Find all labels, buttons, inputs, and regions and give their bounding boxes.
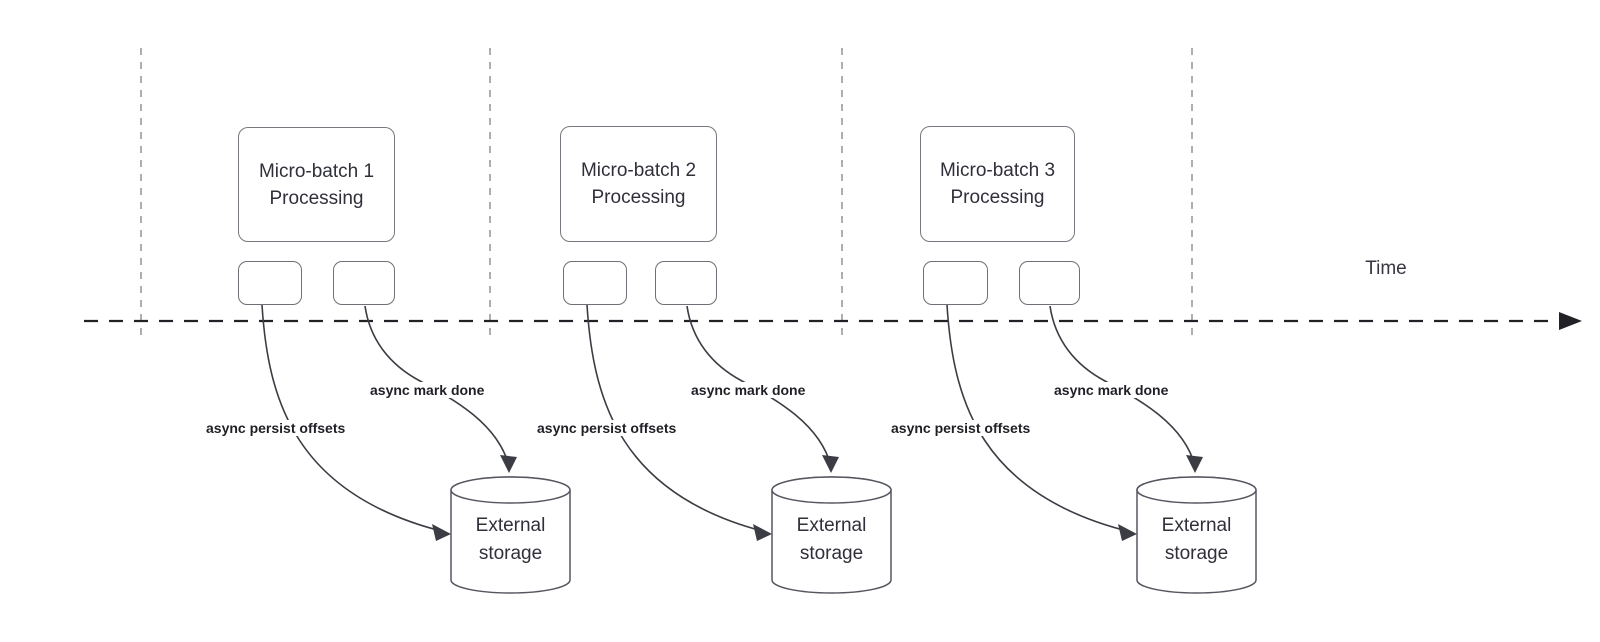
external-storage-label-line1: External [475,515,546,536]
time-axis-label: Time [1365,258,1407,279]
external-storage-label-1: External storage [451,505,570,575]
mark-done-arrowhead-2-icon [822,455,839,473]
process-box-title-line1: Micro-batch 2 [580,160,697,181]
persist-offsets-label-1: async persist offsets [204,420,348,436]
external-storage-label-line1: External [796,515,867,536]
process-box-micro-batch-3: Micro-batch 3 Processing [920,126,1075,242]
mark-done-arrowhead-3-icon [1186,455,1203,473]
persist-offsets-label-3: async persist offsets [889,420,1033,436]
persist-offsets-arrow-3 [946,304,1132,533]
external-storage-cylinder-3 [1136,476,1257,594]
persist-offsets-label-2: async persist offsets [535,420,679,436]
persist-offsets-task-box-1 [238,261,302,305]
persist-offsets-task-box-3 [923,261,988,305]
process-box-title-line1: Micro-batch 3 [939,160,1056,181]
mark-done-arrowhead-1-icon [500,455,517,473]
process-box-micro-batch-2: Micro-batch 2 Processing [560,126,717,242]
persist-offsets-arrow-2 [586,304,767,533]
persist-offsets-arrow-1 [261,304,446,533]
mark-done-label-1: async mark done [368,382,487,398]
time-axis-arrowhead-icon [1559,312,1582,330]
process-box-title-line1: Micro-batch 1 [258,160,375,182]
mark-done-label-3: async mark done [1052,382,1171,398]
external-storage-cylinder-1 [450,476,571,594]
mark-done-task-box-1 [333,261,395,305]
external-storage-label-2: External storage [772,505,891,575]
persist-offsets-arrowhead-3-icon [1118,524,1137,541]
external-storage-label-line1: External [1161,515,1232,536]
process-box-title-line2: Processing [269,187,364,209]
mark-done-label-2: async mark done [689,382,808,398]
mark-done-arrow-2 [686,305,832,467]
mark-done-arrow-3 [1049,305,1196,467]
persist-offsets-arrowhead-1-icon [432,524,451,541]
external-storage-label-line2: storage [478,543,543,564]
persist-offsets-arrowhead-2-icon [753,524,772,541]
mark-done-task-box-2 [655,261,717,305]
external-storage-cylinder-2 [771,476,892,594]
external-storage-label-line2: storage [799,543,864,564]
process-box-micro-batch-1: Micro-batch 1 Processing [238,127,395,242]
external-storage-label-line2: storage [1164,543,1229,564]
process-box-title-line2: Processing [950,187,1045,208]
process-box-title-line2: Processing [591,187,686,208]
persist-offsets-task-box-2 [563,261,627,305]
mark-done-arrow-1 [364,305,510,467]
external-storage-label-3: External storage [1137,505,1256,575]
mark-done-task-box-3 [1019,261,1080,305]
